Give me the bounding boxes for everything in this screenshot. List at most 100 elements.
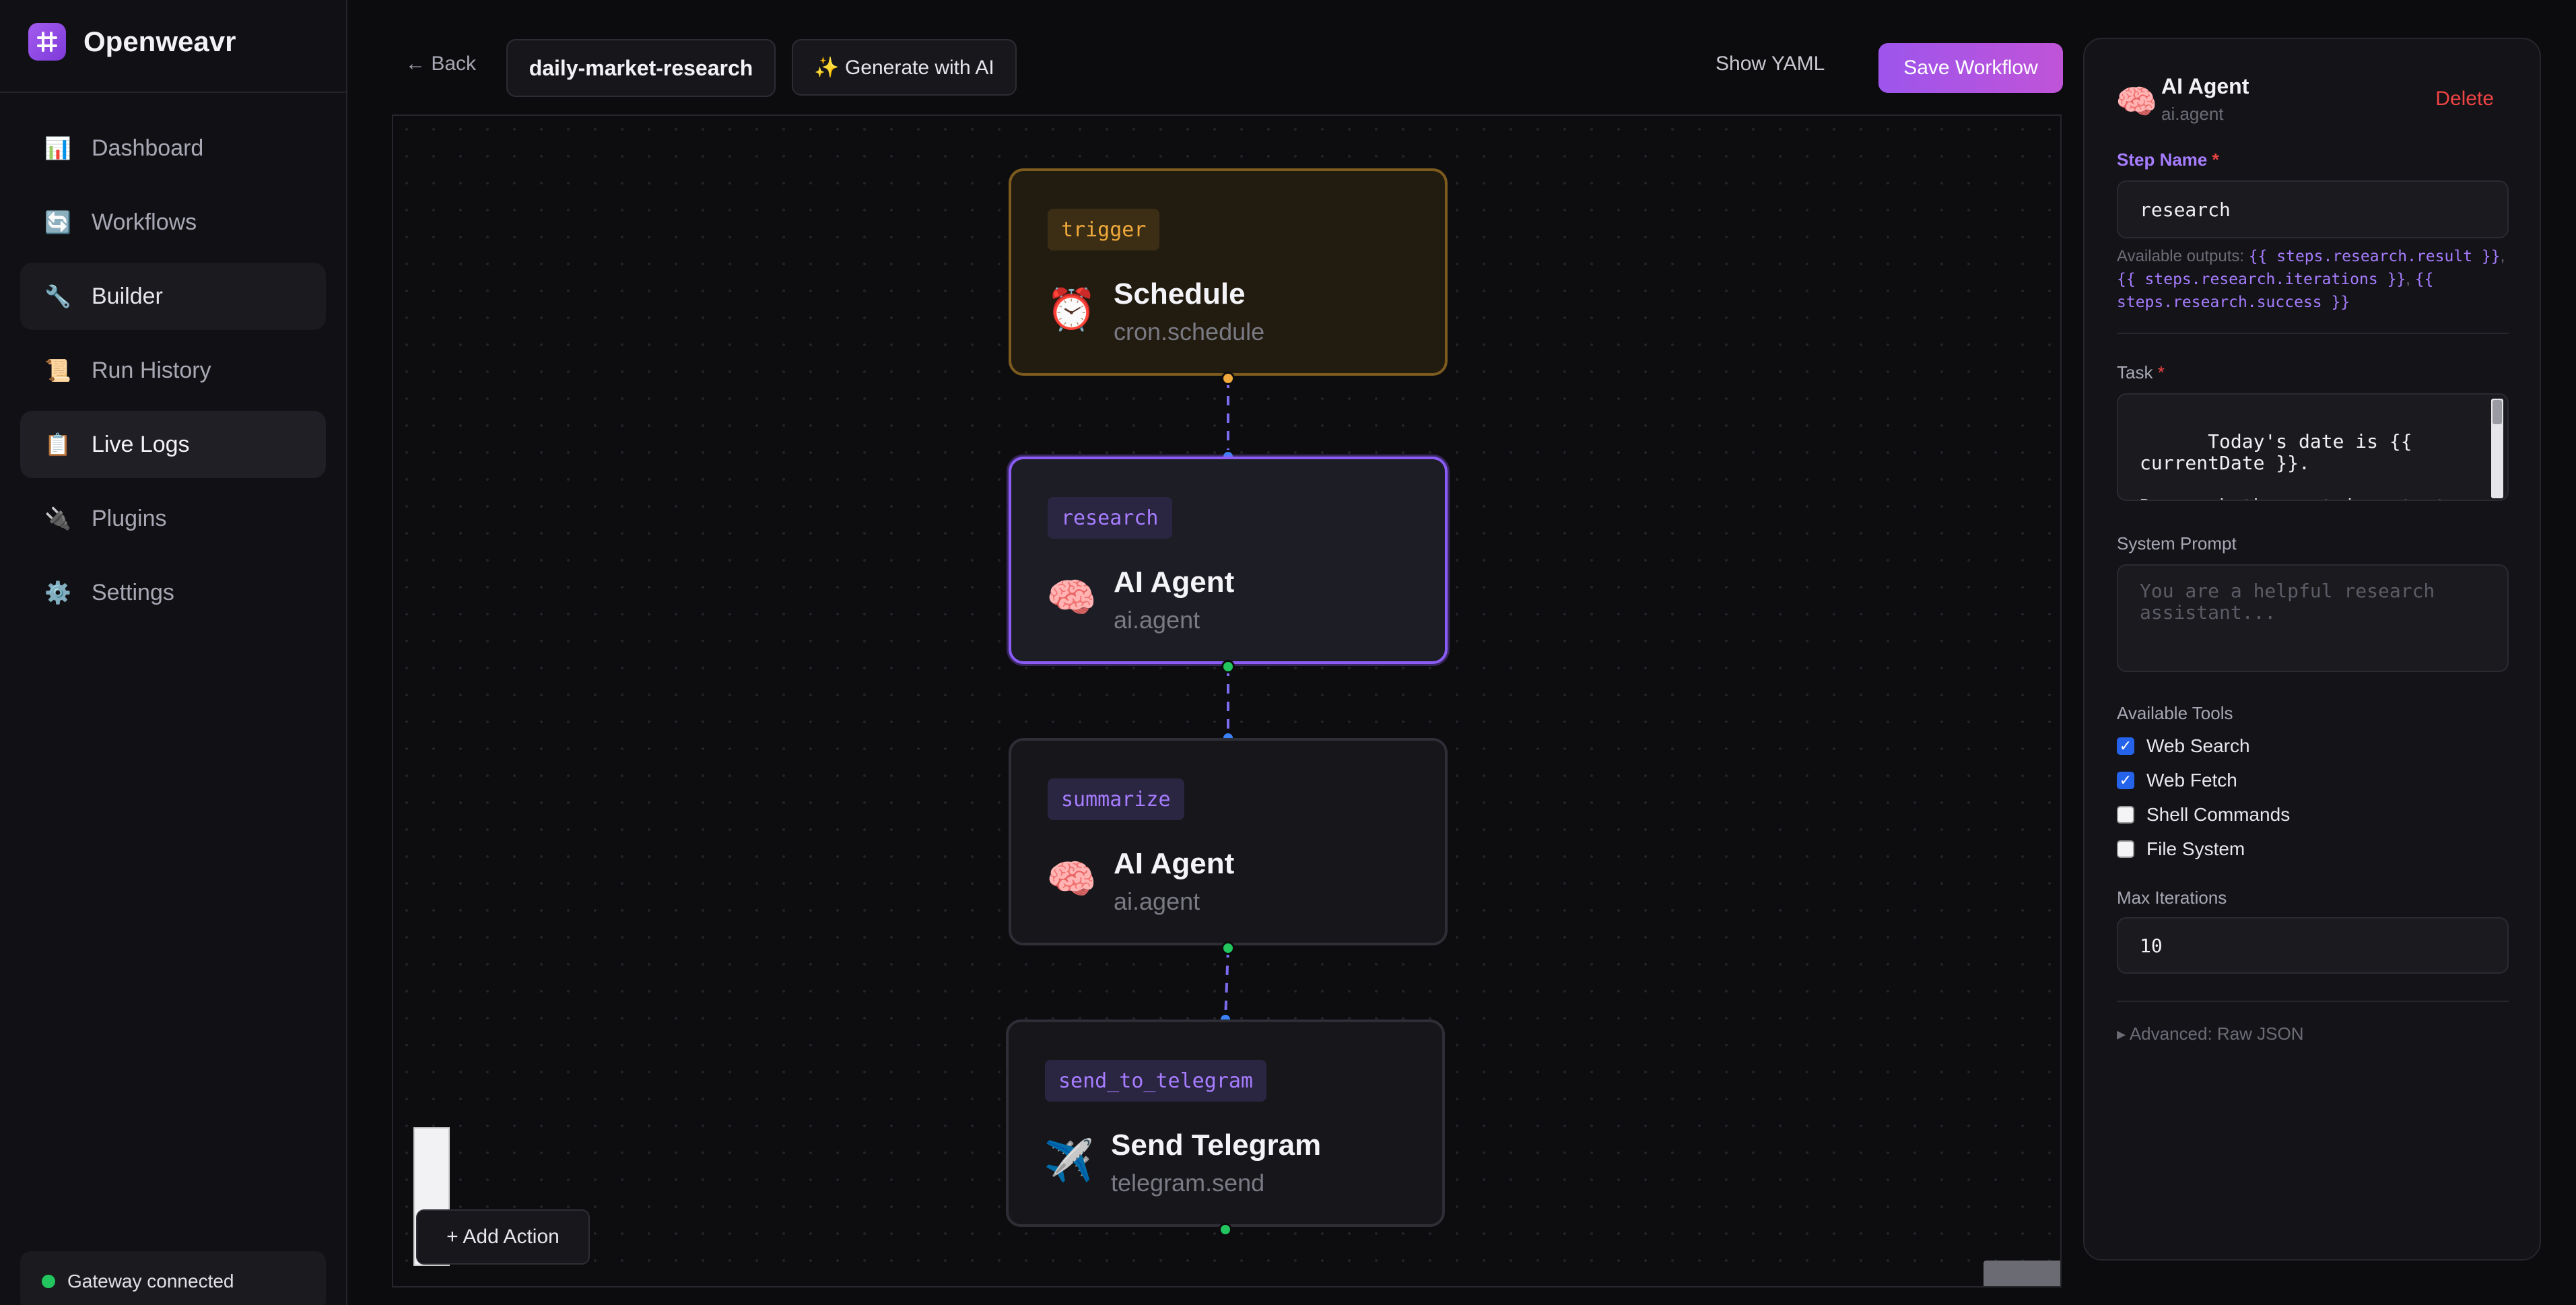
panel-title: AI Agent — [2161, 74, 2249, 98]
task-label: Task * — [2117, 362, 2165, 383]
sidebar-item-workflows[interactable]: 🔄 Workflows — [20, 189, 326, 256]
output-port[interactable] — [1221, 660, 1235, 673]
node-type: cron.schedule — [1114, 318, 1265, 345]
step-config-panel: 🧠 AI Agent ai.agent Delete Step Name * r… — [2083, 38, 2541, 1261]
sidebar-nav: 📊 Dashboard 🔄 Workflows 🔧 Builder 📜 Run … — [20, 114, 326, 633]
output-token: {{ steps.research.success }} — [2117, 271, 2434, 311]
node-send-to-telegram[interactable]: send_to_telegram ✈️ Send Telegram telegr… — [1006, 1019, 1445, 1227]
tool-web-fetch[interactable]: ✓ Web Fetch — [2117, 770, 2237, 791]
node-tag: trigger — [1048, 209, 1160, 250]
gateway-status-text: Gateway connected — [67, 1271, 234, 1292]
system-prompt-label: System Prompt — [2117, 533, 2237, 554]
task-text: Today's date is {{ currentDate }}. Resea… — [2140, 430, 2446, 500]
node-title: AI Agent — [1114, 847, 1235, 880]
task-textarea[interactable]: Today's date is {{ currentDate }}. Resea… — [2117, 393, 2509, 501]
alarm-clock-icon: ⏰ — [1046, 287, 1097, 332]
sidebar-item-builder[interactable]: 🔧 Builder — [20, 263, 326, 330]
brain-icon: 🧠 — [2115, 83, 2158, 121]
system-prompt-textarea[interactable]: You are a helpful research assistant... — [2117, 564, 2509, 672]
sidebar-divider — [0, 92, 347, 93]
node-research[interactable]: research 🧠 AI Agent ai.agent — [1009, 457, 1448, 664]
sidebar-item-run-history[interactable]: 📜 Run History — [20, 337, 326, 404]
gateway-status: Gateway connected — [20, 1251, 326, 1305]
sidebar-item-label: Live Logs — [92, 431, 190, 457]
sidebar-item-live-logs[interactable]: 📋 Live Logs — [20, 411, 326, 478]
brain-icon: 🧠 — [1046, 575, 1097, 620]
node-trigger[interactable]: trigger ⏰ Schedule cron.schedule — [1009, 168, 1448, 376]
save-workflow-button[interactable]: Save Workflow — [1878, 43, 2063, 93]
sidebar-item-dashboard[interactable]: 📊 Dashboard — [20, 114, 326, 182]
required-mark: * — [2157, 362, 2165, 382]
max-iterations-input[interactable]: 10 — [2117, 917, 2509, 974]
node-tag: summarize — [1048, 778, 1184, 820]
outputs-prefix: Available outputs: — [2117, 247, 2245, 265]
back-button[interactable]: ← Back — [405, 53, 477, 75]
brand-name: Openweavr — [83, 26, 236, 57]
clipboard-icon: 📋 — [44, 432, 71, 457]
output-token: {{ steps.research.iterations }} — [2117, 271, 2406, 288]
sidebar-item-settings[interactable]: ⚙️ Settings — [20, 559, 326, 626]
advanced-raw-json-toggle[interactable]: ▸ Advanced: Raw JSON — [2117, 1024, 2304, 1044]
sidebar-item-label: Workflows — [92, 209, 197, 235]
plug-icon: 🔌 — [44, 506, 71, 531]
max-iterations-label: Max Iterations — [2117, 888, 2227, 908]
edge-layer — [1224, 378, 1229, 1020]
tool-file-system[interactable]: File System — [2117, 838, 2245, 860]
divider — [2117, 1001, 2509, 1002]
sidebar-item-plugins[interactable]: 🔌 Plugins — [20, 485, 326, 552]
scrollbar[interactable] — [2491, 399, 2503, 498]
brand[interactable]: Openweavr — [28, 22, 236, 62]
node-type: ai.agent — [1114, 606, 1200, 634]
node-title: Schedule — [1114, 277, 1246, 310]
checkbox-unchecked-icon[interactable] — [2117, 806, 2134, 824]
checkbox-unchecked-icon[interactable] — [2117, 840, 2134, 858]
delete-step-button[interactable]: Delete — [2435, 88, 2494, 110]
sidebar-item-label: Builder — [92, 283, 163, 309]
required-mark: * — [2212, 149, 2219, 170]
step-name-input[interactable]: research — [2117, 180, 2509, 238]
workflow-canvas[interactable]: trigger ⏰ Schedule cron.schedule researc… — [392, 114, 2062, 1287]
gear-icon: ⚙️ — [44, 580, 71, 605]
sidebar-item-label: Plugins — [92, 505, 167, 531]
task-label-text: Task — [2117, 362, 2153, 382]
chart-icon: 📊 — [44, 136, 71, 160]
edge-summarize-telegram — [1224, 947, 1229, 1020]
available-outputs: Available outputs: {{ steps.research.res… — [2117, 247, 2505, 311]
scrollbar-thumb[interactable] — [2493, 400, 2502, 424]
node-tag: research — [1048, 497, 1172, 539]
tool-web-search[interactable]: ✓ Web Search — [2117, 735, 2250, 757]
step-name-label-text: Step Name — [2117, 149, 2208, 170]
builder-toolbar: ← Back daily-market-research ✨ Generate … — [347, 0, 2071, 114]
checkbox-checked-icon[interactable]: ✓ — [2117, 772, 2134, 789]
node-tag: send_to_telegram — [1045, 1060, 1266, 1102]
show-yaml-button[interactable]: Show YAML — [1716, 53, 1825, 75]
scroll-icon: 📜 — [44, 358, 71, 382]
available-tools-label: Available Tools — [2117, 703, 2233, 723]
node-type: telegram.send — [1111, 1169, 1265, 1197]
output-port[interactable] — [1221, 941, 1235, 955]
sidebar-item-label: Settings — [92, 579, 174, 605]
sidebar-item-label: Dashboard — [92, 135, 204, 161]
brain-icon: 🧠 — [1046, 857, 1097, 902]
sidebar-item-label: Run History — [92, 357, 211, 383]
node-summarize[interactable]: summarize 🧠 AI Agent ai.agent — [1009, 738, 1448, 945]
output-port[interactable] — [1221, 372, 1235, 385]
checkbox-checked-icon[interactable]: ✓ — [2117, 737, 2134, 755]
refresh-icon: 🔄 — [44, 210, 71, 234]
tool-label: File System — [2146, 838, 2245, 859]
status-dot-icon — [42, 1275, 55, 1288]
add-action-button[interactable]: + Add Action — [416, 1209, 590, 1265]
output-port[interactable] — [1219, 1223, 1232, 1236]
app-logo-icon — [28, 23, 66, 61]
node-title: Send Telegram — [1111, 1129, 1322, 1162]
generate-with-ai-button[interactable]: ✨ Generate with AI — [792, 39, 1017, 96]
sidebar: Openweavr 📊 Dashboard 🔄 Workflows 🔧 Buil… — [0, 0, 347, 1305]
airplane-icon: ✈️ — [1044, 1138, 1094, 1183]
tool-shell-commands[interactable]: Shell Commands — [2117, 804, 2290, 826]
output-token: {{ steps.research.result }} — [2248, 248, 2501, 265]
minimap[interactable] — [1984, 1261, 2060, 1286]
workflow-name-field[interactable]: daily-market-research — [506, 39, 776, 97]
tool-label: Web Fetch — [2146, 770, 2237, 791]
tool-label: Web Search — [2146, 735, 2250, 756]
tool-label: Shell Commands — [2146, 804, 2291, 825]
